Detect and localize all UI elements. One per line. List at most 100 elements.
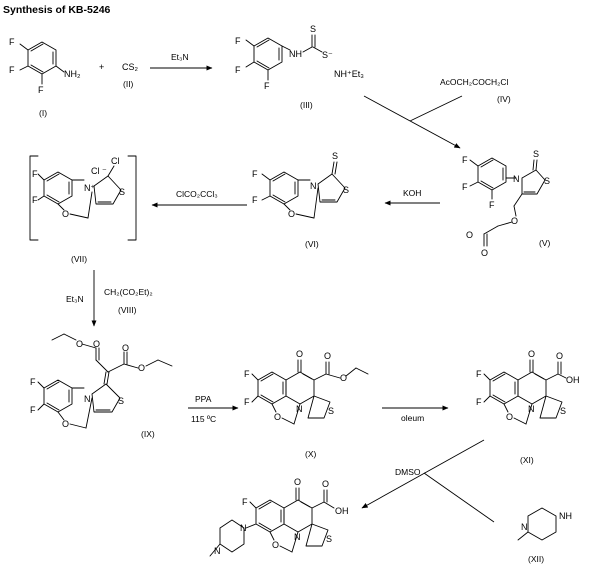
compound-label-ix: (IX) [141,429,155,439]
atom-f: F [32,195,38,205]
compound-xi-structure: F F O N S O O OH [476,349,580,425]
compound-label-xi: (XI) [520,455,534,465]
atom-f: F [462,155,468,165]
arrow-icon [363,95,463,149]
atom-f: F [30,405,36,415]
atom-f: F [252,195,258,205]
atom-s: S [332,151,338,161]
atom-o: O [76,339,83,349]
atom-cl: Cl [111,156,120,166]
atom-f: F [489,200,495,210]
atom-f: F [235,65,241,75]
compound-label-i: (I) [39,108,47,118]
atom-o: O [466,230,473,240]
atom-nh2: NH₂ [64,69,81,79]
reagent-oleum: oleum [401,413,424,423]
atom-o: O [93,339,100,349]
compound-x-structure: F F O N S O O O [244,349,369,425]
compound-vii-structure: F F O N⁺ S Cl Cl ⁻ [32,156,125,219]
atom-o: O [322,479,329,489]
atom-o: O [122,343,129,353]
product-kb5246-structure: F N N O N S O O OH [209,477,349,557]
compound-label-iii: (III) [300,100,313,110]
atom-o: O [324,351,331,361]
atom-f: F [462,182,468,192]
atom-o: O [288,209,295,219]
compound-label-v: (V) [539,238,551,248]
atom-f: F [32,169,38,179]
bracket-icon [29,155,137,241]
atom-s: S [343,185,349,195]
atom-n: N [310,181,317,191]
atom-nh: NH [559,511,572,521]
atom-n: N [294,532,301,542]
reagent-clco2ccl3: ClCO₂CCl₃ [176,189,218,199]
compound-v-structure: F F F N S S O O O [462,149,550,258]
atom-oh: OH [335,506,349,516]
atom-f: F [9,65,15,75]
atom-cl-anion: Cl ⁻ [91,166,107,176]
atom-f: F [38,85,44,95]
atom-n: N [528,404,535,414]
compound-label-ii: (II) [123,79,134,89]
atom-s-minus: S⁻ [322,50,333,60]
atom-n-plus: N⁺ [84,183,95,193]
atom-o: O [274,412,281,422]
atom-s: S [326,534,332,544]
atom-f: F [244,397,250,407]
atom-nh: NH [289,49,302,59]
atom-o: O [506,412,513,422]
atom-n: N [240,523,247,533]
plus-sign: + [99,62,104,72]
atom-n: N [214,546,221,556]
atom-o: O [62,419,69,429]
reagent-ch2co2et2: CH₂(CO₂Et)₂ [104,287,153,297]
atom-o: O [62,209,69,219]
atom-o: O [340,373,347,383]
atom-s: S [118,396,124,406]
reagent-et3n: Et₃N [171,52,189,62]
reagent-et3n-2: Et₃N [66,294,84,304]
reagent-koh: KOH [403,188,421,198]
atom-f: F [242,497,248,507]
atom-o: O [138,363,145,373]
reagent-cs2: CS₂ [122,62,139,72]
atom-f: F [476,369,482,379]
atom-s: S [310,24,316,34]
atom-f: F [476,397,482,407]
atom-f: F [30,377,36,387]
reagent-ppa: PPA [195,394,212,404]
atom-o: O [296,349,303,359]
compound-i-structure: F F F NH₂ [9,37,81,95]
atom-s: S [119,187,125,197]
reagent-acoch2coch2cl: AcOCH₂COCH₂Cl [440,77,509,87]
atom-f: F [264,81,270,91]
atom-n: N [521,522,528,532]
atom-f: F [244,369,250,379]
compound-label-vi: (VI) [305,239,319,249]
atom-f: F [9,37,15,47]
atom-o: O [294,477,301,487]
arrow-icon [361,439,495,523]
scheme-title: Synthesis of KB-5246 [3,4,111,16]
reaction-temperature: 115 ºC [191,414,216,424]
compound-label-vii: (VII) [71,254,87,264]
atom-f: F [235,36,241,46]
atom-s: S [533,149,539,159]
atom-n: N [84,394,91,404]
compound-vi-structure: F F O N S S [252,151,349,219]
atom-s: S [560,406,566,416]
atom-n: N [296,404,303,414]
atom-nhet3: NH⁺Et₃ [334,69,364,79]
compound-label-x: (X) [305,449,317,459]
atom-oh: OH [566,375,580,385]
atom-s: S [328,406,334,416]
compound-label-iv: (IV) [497,94,511,104]
reagent-dmso: DMSO [395,467,421,477]
compound-label-xii: (XII) [528,554,544,564]
compound-xii-structure: NH N [517,507,572,541]
atom-o: O [272,540,279,550]
atom-o: O [556,351,563,361]
atom-o: O [528,349,535,359]
